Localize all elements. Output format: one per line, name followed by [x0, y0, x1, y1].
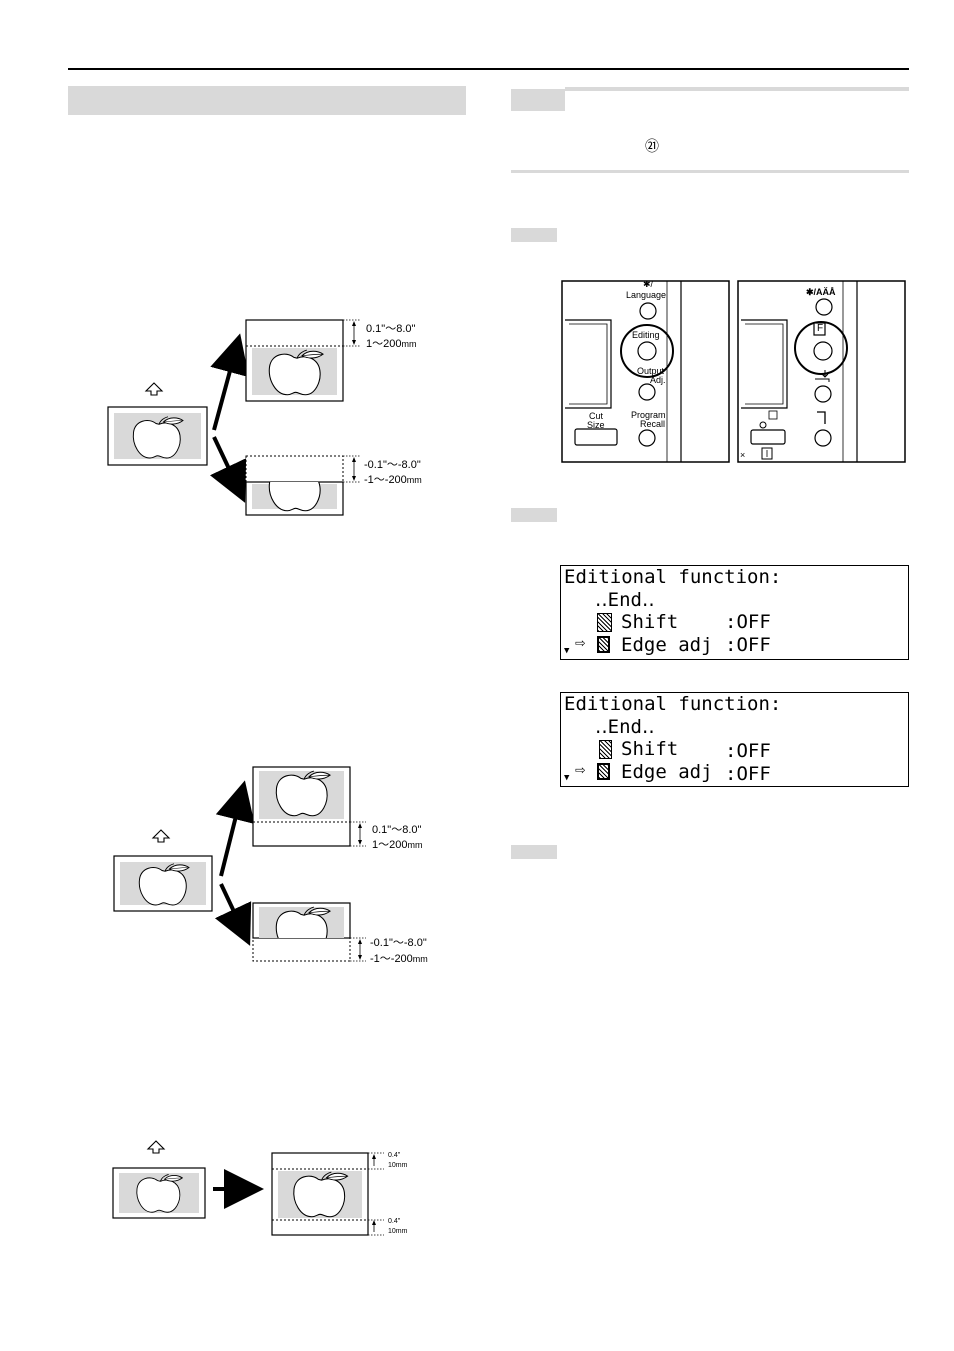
svg-text:×: × [740, 450, 745, 460]
lcd-end-item: ‥End‥ [595, 589, 655, 611]
label-top-pos-mm: 1～200mm [366, 338, 417, 350]
lcd-shift-label: Shift [621, 738, 679, 760]
label-bottom-neg-mm: -1～-200mm [370, 953, 428, 965]
scroll-down-icon: ▼ [564, 646, 570, 656]
edge-adj-icon [597, 636, 610, 653]
cursor-arrow-icon: ⇨ [575, 760, 586, 780]
callout-number: ㉑ [645, 138, 659, 154]
diagram-top-margin [107, 319, 360, 516]
scroll-down-icon: ▼ [564, 773, 570, 783]
label-bottom-pos-range: 0.1"～8.0" [372, 824, 422, 836]
lcd-edge-adj-label: Edge adj [621, 634, 713, 656]
lcd-edge-adj-label: Edge adj [621, 761, 713, 783]
label-edge-top-mm: 10mm [388, 1162, 408, 1169]
step-marker-3 [511, 845, 557, 859]
lcd-shift-value: :OFF [725, 611, 771, 633]
label-top-pos-range: 0.1"～8.0" [366, 323, 416, 335]
label-top-neg-mm: -1～-200mm [364, 474, 422, 486]
label-bottom-neg-range: -0.1"～-8.0" [370, 937, 427, 949]
key-output-adj-label-2: Adj. [650, 375, 666, 385]
lcd-shift-value: :OFF [725, 740, 771, 762]
lcd-end-item: ‥End‥ [595, 716, 655, 738]
shift-icon [597, 613, 612, 632]
control-panel-right: × [737, 280, 906, 463]
note-bottom-line [511, 170, 909, 173]
lcd-display-2: Editional function: ‥End‥ Shift :OFF ▼ ⇨… [560, 692, 909, 787]
lcd-edge-adj-value: :OFF [725, 763, 771, 785]
diagram-edge-adjust [112, 1140, 384, 1236]
cursor-arrow-icon: ⇨ [575, 633, 586, 653]
lcd-edge-adj-value: :OFF [725, 634, 771, 656]
svg-text:✱/: ✱/ [643, 280, 654, 289]
note-header-tab [511, 89, 565, 111]
key-program-recall-label-1: Program [631, 410, 666, 420]
lcd-title: Editional function: [564, 693, 782, 715]
key-language-label: Language [626, 290, 667, 300]
section-header-bar [68, 86, 466, 115]
key-editing-label: Editing [632, 330, 660, 340]
label-edge-bottom-in: 0.4" [388, 1218, 401, 1225]
label-edge-bottom-mm: 10mm [388, 1228, 408, 1235]
lcd-display-1: Editional function: ‥End‥ Shift :OFF ▼ ⇨… [560, 565, 909, 660]
step-marker-2 [511, 508, 557, 522]
top-rule [68, 68, 909, 70]
control-panel-left: ✱/ [561, 280, 730, 463]
margin-diagrams [107, 319, 384, 1236]
key-cut-size-label-1: Cut [589, 411, 604, 421]
lcd-shift-label: Shift [621, 611, 679, 633]
lcd-title: Editional function: [564, 566, 782, 588]
label-bottom-pos-mm: 1～200mm [372, 839, 423, 851]
shift-icon [599, 740, 612, 759]
step-marker-1 [511, 228, 557, 242]
key-program-recall-label-2: Recall [640, 419, 666, 429]
key-language-symbol: ✱/AÄÅ [806, 287, 836, 297]
f-key-label: F [817, 323, 824, 334]
diagram-bottom-margin [113, 766, 366, 962]
edge-adj-icon [597, 763, 610, 780]
label-top-neg-range: -0.1"～-8.0" [364, 459, 421, 471]
key-output-adj-label-1: Output [637, 366, 665, 376]
note-top-line [565, 87, 909, 91]
label-edge-top-in: 0.4" [388, 1152, 401, 1159]
key-cut-size-label-2: Size [587, 420, 605, 430]
